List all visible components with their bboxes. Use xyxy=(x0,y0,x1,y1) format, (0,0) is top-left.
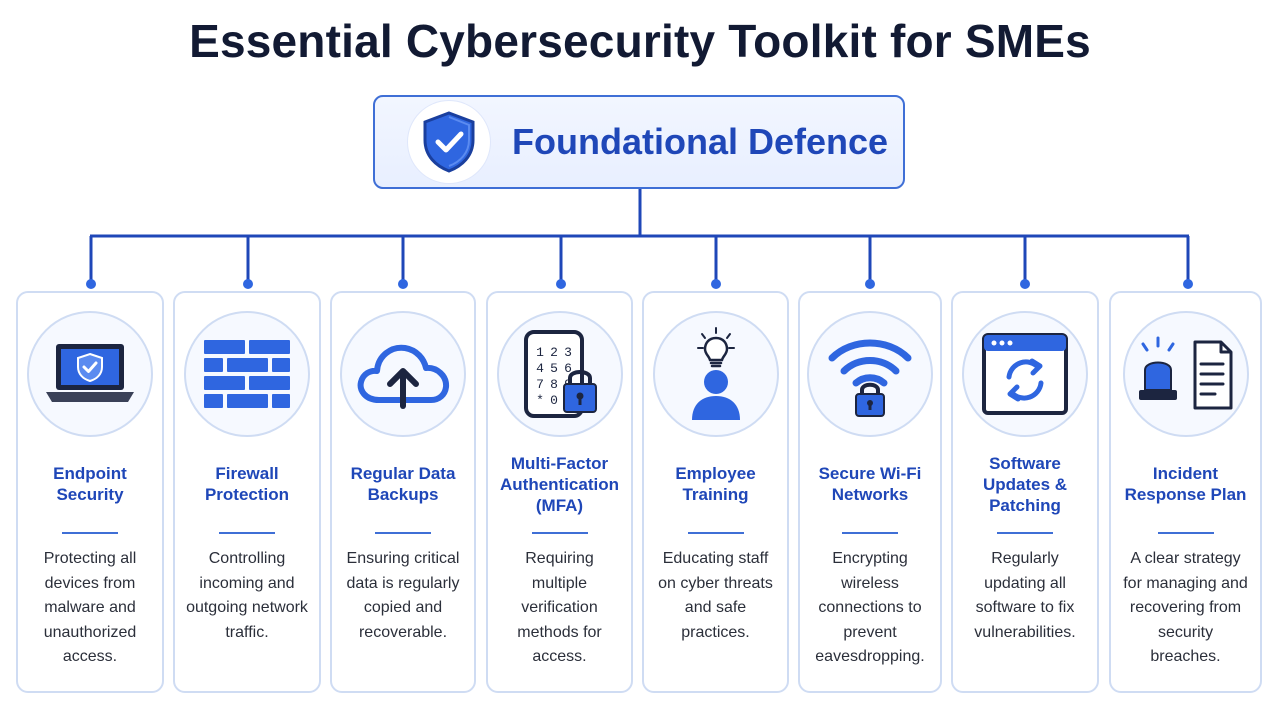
card-icon-badge xyxy=(807,311,933,437)
card-description: Protecting all devices from malware and … xyxy=(43,550,137,665)
shield-check-icon xyxy=(423,111,475,173)
card-description: Educating staff on cyber threats and saf… xyxy=(658,550,773,641)
card-description: A clear strategy for managing and recove… xyxy=(1123,550,1248,665)
card-icon-badge: 123 456 789 *0# xyxy=(496,311,623,437)
svg-text:5: 5 xyxy=(550,361,558,376)
page-title: Essential Cybersecurity Toolkit for SMEs xyxy=(189,15,1091,67)
card-title: Employee Training xyxy=(675,464,756,504)
svg-text:2: 2 xyxy=(550,345,558,360)
siren-document-icon xyxy=(1138,336,1232,410)
svg-text:4: 4 xyxy=(536,361,544,376)
svg-text:0: 0 xyxy=(550,393,558,408)
card-icon-badge xyxy=(652,311,779,437)
card-divider xyxy=(842,532,898,534)
card-description: Encrypting wireless connections to preve… xyxy=(815,550,925,665)
laptop-shield-icon xyxy=(46,344,134,402)
card-icon-badge xyxy=(1122,311,1249,437)
browser-refresh-icon xyxy=(982,333,1068,415)
card-employee-training: Employee Training Educating staff on cyb… xyxy=(642,291,789,693)
card-software-updates-patching: Software Updates & Patching Regularly up… xyxy=(951,291,1099,693)
card-icon-badge xyxy=(340,311,466,437)
svg-text:*: * xyxy=(536,393,544,408)
svg-text:1: 1 xyxy=(536,345,544,360)
card-title: Secure Wi-Fi Networks xyxy=(818,464,922,504)
card-title: Incident Response Plan xyxy=(1124,464,1247,504)
card-divider xyxy=(1157,532,1214,534)
svg-text:8: 8 xyxy=(550,377,558,392)
phone-keypad-lock-icon: 123 456 789 *0# xyxy=(523,330,597,418)
card-title: Multi-Factor Authentication (MFA) xyxy=(500,453,619,515)
svg-text:7: 7 xyxy=(536,377,544,392)
card-divider xyxy=(997,532,1053,534)
card-title: Regular Data Backups xyxy=(350,464,456,504)
card-divider xyxy=(62,532,118,534)
person-lightbulb-icon xyxy=(691,327,740,420)
card-title: Software Updates & Patching xyxy=(982,453,1068,515)
card-icon-badge xyxy=(27,311,153,437)
card-firewall-protection: Firewall Protection Controlling incoming… xyxy=(173,291,321,693)
card-regular-data-backups: Regular Data Backups Ensuring critical d… xyxy=(330,291,476,693)
cloud-upload-icon xyxy=(357,344,450,409)
wifi-lock-icon xyxy=(828,339,912,417)
card-divider xyxy=(375,532,431,534)
card-endpoint-security: Endpoint Security Protecting all devices… xyxy=(16,291,164,693)
root-label: Foundational Defence xyxy=(512,121,889,162)
card-icon-badge xyxy=(184,311,310,437)
root-node-foundational-defence: Foundational Defence xyxy=(373,95,905,189)
card-divider xyxy=(531,532,588,534)
card-divider xyxy=(687,532,744,534)
brick-wall-icon xyxy=(204,340,290,408)
card-description: Requiring multiple verification methods … xyxy=(517,550,602,665)
card-description: Ensuring critical data is regularly copi… xyxy=(346,550,460,641)
svg-text:6: 6 xyxy=(564,361,572,376)
card-title: Endpoint Security xyxy=(53,464,127,504)
root-icon-badge xyxy=(408,101,490,183)
card-divider xyxy=(219,532,275,534)
card-icon-badge xyxy=(962,311,1088,437)
card-secure-wifi-networks: Secure Wi-Fi Networks Encrypting wireles… xyxy=(798,291,942,693)
card-description: Controlling incoming and outgoing networ… xyxy=(186,550,308,641)
card-multi-factor-authentication: 123 456 789 *0# Multi-Factor Authenticat… xyxy=(486,291,633,693)
card-description: Regularly updating all software to fix v… xyxy=(974,550,1076,641)
card-incident-response-plan: Incident Response Plan A clear strategy … xyxy=(1109,291,1262,693)
card-title: Firewall Protection xyxy=(204,464,290,504)
svg-text:3: 3 xyxy=(564,345,572,360)
